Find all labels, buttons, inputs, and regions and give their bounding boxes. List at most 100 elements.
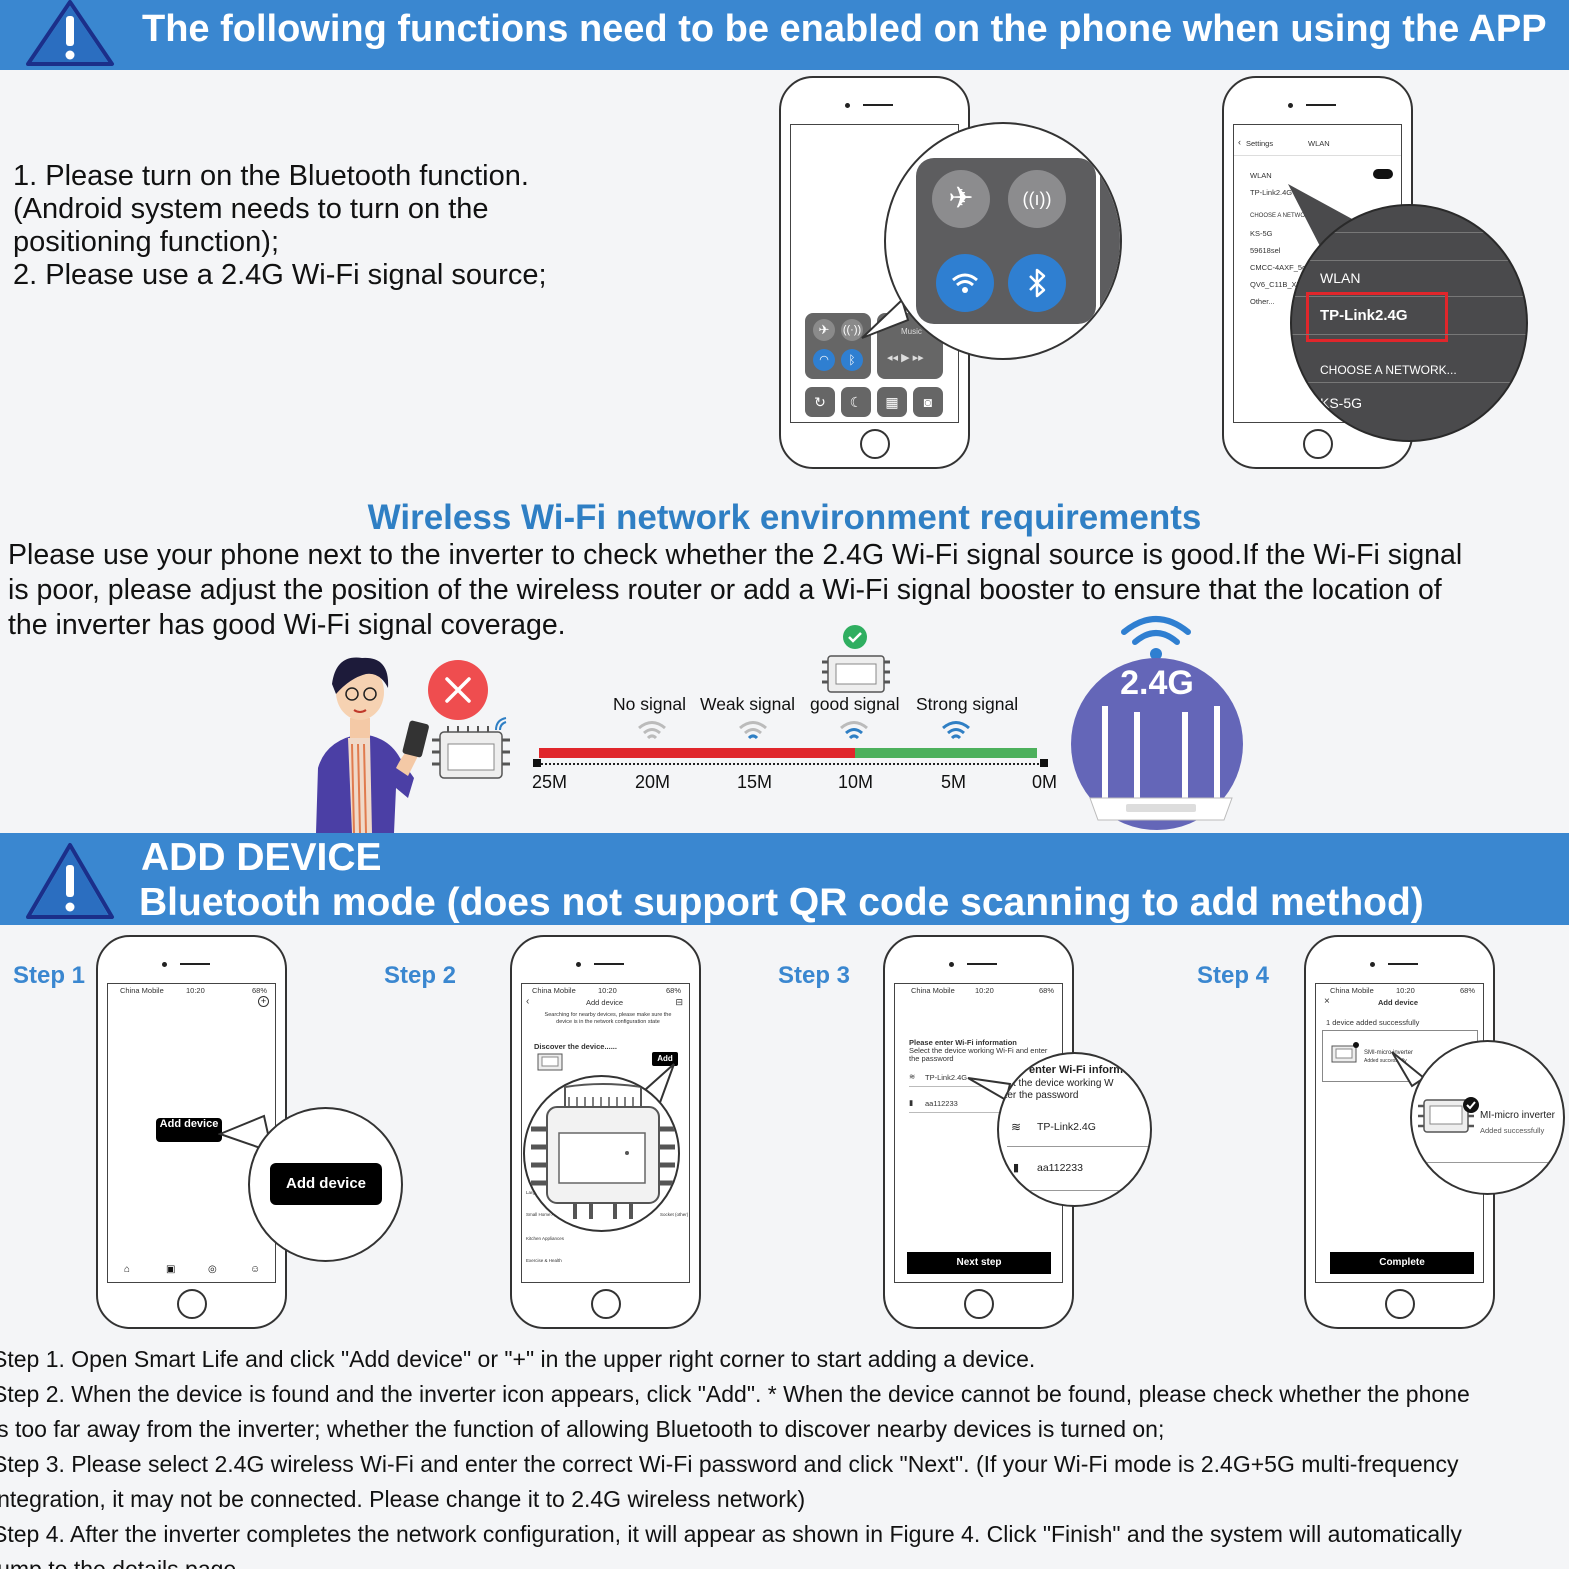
next-step-button[interactable]: Next step — [907, 1252, 1051, 1274]
wifi-icon: ≋ — [1011, 1120, 1022, 1134]
status-carrier: China Mobile — [1330, 986, 1374, 995]
zoom-device-name: MI-micro inverter — [1480, 1110, 1556, 1121]
selected-network-highlight — [1306, 292, 1448, 342]
inverter-device-icon — [537, 1053, 563, 1071]
status-battery: 68% — [1460, 986, 1476, 995]
discover-label: Discover the device...... — [534, 1042, 617, 1051]
requirement-line: positioning function); — [13, 226, 279, 258]
zoom-ssid[interactable]: TP-Link2.4G — [1037, 1121, 1096, 1133]
wlan-row: CHOOSE A NETWORK — [1250, 213, 1314, 219]
step-3-zoom: enter Wi-Fi inform t the device working … — [997, 1052, 1152, 1207]
music-label: Music — [901, 327, 922, 336]
bluetooth-icon: ᛒ — [841, 349, 863, 371]
wifi-icon: ◠ — [813, 349, 835, 371]
back-icon: ‹ — [1238, 137, 1241, 147]
signal-bar-good — [855, 748, 1037, 758]
no-signal-wifi-icon — [638, 721, 666, 740]
signal-bar-poor — [539, 748, 855, 758]
home-button — [590, 1289, 621, 1319]
moon-icon: ☾ — [841, 387, 871, 417]
status-time: 10:20 — [975, 986, 994, 995]
wlan-row: KS-5G — [1250, 229, 1273, 238]
good-signal-label: good signal — [810, 694, 900, 714]
no-signal-label: No signal — [613, 694, 686, 714]
password-value[interactable]: aa112233 — [925, 1099, 958, 1108]
search-hint: Searching for nearby devices, please mak… — [544, 1012, 672, 1025]
device-status: Added successfully — [1364, 1058, 1407, 1064]
profile-tab-icon[interactable]: ☺ — [250, 1264, 261, 1275]
complete-button[interactable]: Complete — [1330, 1252, 1474, 1274]
wifi-icon: ≋ — [909, 1072, 916, 1081]
step-1-label: Step 1 — [13, 962, 86, 989]
smart-tab-icon[interactable]: ◎ — [208, 1264, 217, 1275]
status-battery: 68% — [666, 986, 682, 995]
strong-signal-label: Strong signal — [916, 694, 1019, 714]
airplane-icon: ✈ — [932, 170, 990, 228]
scan-icon[interactable]: ⊟ — [675, 997, 683, 1007]
add-device-zoom-button[interactable]: Add device — [270, 1163, 382, 1205]
wlan-row: QV6_C11B_XF — [1250, 280, 1302, 289]
home-button — [1384, 1289, 1415, 1319]
category-item: Kitchen Appliances — [526, 1236, 565, 1241]
calculator-icon: ▦ — [877, 387, 907, 417]
warning-icon — [26, 0, 114, 66]
distance-axis — [537, 763, 1043, 765]
antenna-icon: ((·)) — [841, 319, 863, 341]
requirements-list: 1. Please turn on the Bluetooth function… — [13, 160, 547, 292]
status-time: 10:20 — [186, 986, 205, 995]
zoom-wifi-title: enter Wi-Fi inform — [1029, 1064, 1124, 1076]
home-tab-icon[interactable]: ⌂ — [124, 1264, 131, 1275]
step-4-label: Step 4 — [1197, 962, 1270, 989]
zoom-wifi-desc: t the device working W — [1013, 1078, 1114, 1089]
wlan-row: WLAN — [1250, 171, 1272, 180]
plus-icon[interactable]: + — [258, 996, 269, 1007]
inverter-device-icon — [822, 655, 890, 693]
zoom-password[interactable]: aa112233 — [1037, 1162, 1083, 1174]
settings-link: Settings — [1246, 139, 1274, 148]
add-device-button[interactable]: Add device — [156, 1118, 222, 1142]
zoom-wlan-label: WLAN — [1320, 270, 1361, 286]
inverter-device-icon — [432, 726, 510, 779]
status-time: 10:20 — [598, 986, 617, 995]
back-icon[interactable]: ‹ — [526, 996, 530, 1007]
home-button — [963, 1289, 994, 1319]
phone-speaker — [161, 961, 222, 967]
requirement-line: 1. Please turn on the Bluetooth function… — [13, 160, 529, 192]
add-device-header: Add device — [586, 998, 624, 1007]
choose-network-label: CHOOSE A NETWORK... — [1320, 363, 1457, 377]
error-icon — [428, 660, 488, 720]
weak-signal-wifi-icon — [739, 721, 767, 740]
wlan-row: Other... — [1250, 297, 1275, 306]
step-text-line: jump to the details page — [0, 1556, 237, 1569]
wlan-zoom: WLAN TP-Link2.4G CHOOSE A NETWORK... KS-… — [1290, 204, 1528, 442]
step-2-label: Step 2 — [384, 962, 457, 989]
wifi-line: is poor, please adjust the position of t… — [8, 574, 1442, 606]
airplane-icon: ✈ — [813, 319, 835, 341]
category-item: Socket (other) — [660, 1212, 689, 1217]
bluetooth-icon — [1008, 254, 1066, 312]
top-banner: The following functions need to be enabl… — [0, 0, 1569, 70]
page-title: The following functions need to be enabl… — [142, 8, 1547, 50]
phone-speaker — [1287, 102, 1348, 108]
good-signal-check-icon — [843, 625, 867, 649]
warning-icon — [26, 843, 114, 919]
scene-tab-icon[interactable]: ▣ — [166, 1264, 176, 1275]
distance-label: 20M — [635, 772, 671, 792]
zoom-wifi-desc: nter the password — [999, 1090, 1079, 1101]
rotation-lock-icon: ↻ — [805, 387, 835, 417]
phone-speaker — [844, 102, 905, 108]
ssid-value[interactable]: TP-Link2.4G — [925, 1073, 968, 1082]
wifi-description: Please use your phone next to the invert… — [8, 538, 1568, 643]
distance-label: 15M — [737, 772, 773, 792]
requirement-line: 2. Please use a 2.4G Wi-Fi signal source… — [13, 259, 547, 291]
distance-label: 0M — [1032, 772, 1058, 792]
status-battery: 68% — [1039, 986, 1055, 995]
add-button[interactable]: Add — [652, 1052, 678, 1066]
lock-icon: ▮ — [909, 1098, 914, 1107]
status-carrier: China Mobile — [120, 986, 164, 995]
wifi-icon — [936, 254, 994, 312]
distance-label: 5M — [941, 772, 967, 792]
home-button — [176, 1289, 207, 1319]
close-icon[interactable]: × — [1324, 996, 1330, 1007]
status-battery: 68% — [252, 986, 268, 995]
